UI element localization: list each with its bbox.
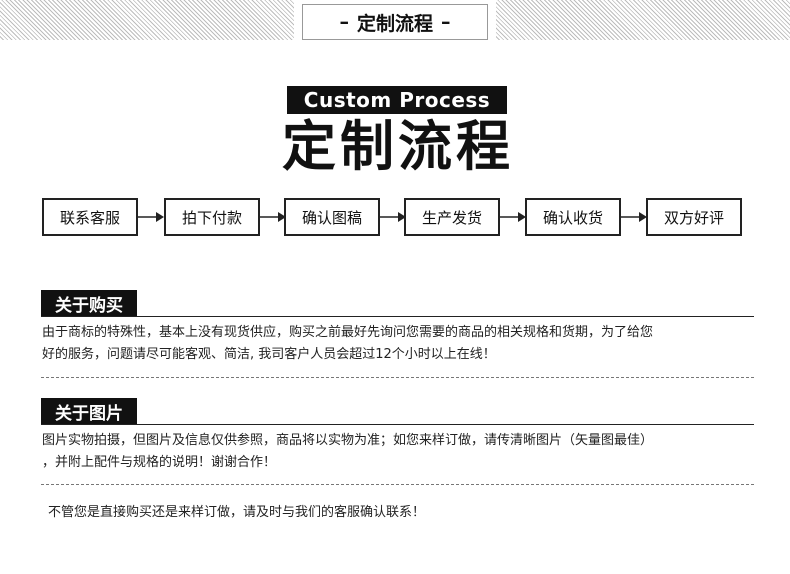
purchase-line-1: 由于商标的特殊性，基本上没有现货供应，购买之前最好先询问您需要的商品的相关规格和…: [42, 325, 654, 340]
images-text: 图片实物拍摄，但图片及信息仅供参照，商品将以实物为准；如您来样订做，请传清晰图片…: [42, 430, 757, 474]
header-hatch-left: [0, 0, 294, 40]
header-title: 定制流程: [356, 12, 433, 35]
step-receive: 确认收货: [525, 198, 621, 236]
arrow-right-icon: [500, 212, 526, 222]
arrow-right-icon: [260, 212, 286, 222]
english-title: Custom Process: [287, 86, 507, 114]
images-line-1: 图片实物拍摄，但图片及信息仅供参照，商品将以实物为准；如您来样订做，请传清晰图片…: [42, 433, 654, 448]
images-line-2: ，并附上配件与规格的说明！谢谢合作！: [42, 455, 277, 470]
process-steps: 联系客服 拍下付款 确认图稿 生产发货 确认收货 双方好评: [0, 198, 790, 238]
arrow-right-icon: [621, 212, 647, 222]
chinese-title: 定制流程: [282, 115, 514, 178]
step-ship: 生产发货: [404, 198, 500, 236]
dash-left: –: [339, 11, 349, 33]
footer-note: 不管您是直接购买还是来样订做，请及时与我们的客服确认联系！: [48, 505, 426, 520]
arrow-right-icon: [380, 212, 406, 222]
header-title-box: – 定制流程 –: [302, 4, 488, 40]
purchase-line-2: 好的服务，问题请尽可能客观、简洁, 我司客户人员会超过12个小时以上在线！: [42, 347, 496, 362]
dashed-divider: [41, 377, 754, 378]
step-payment: 拍下付款: [164, 198, 260, 236]
arrow-right-icon: [138, 212, 164, 222]
step-contact: 联系客服: [42, 198, 138, 236]
section-tag-purchase: 关于购买: [41, 290, 137, 316]
section-divider: [41, 424, 754, 425]
step-review: 双方好评: [646, 198, 742, 236]
step-confirm-draft: 确认图稿: [284, 198, 380, 236]
purchase-text: 由于商标的特殊性，基本上没有现货供应，购买之前最好先询问您需要的商品的相关规格和…: [42, 322, 757, 366]
header-hatch-right: [496, 0, 790, 40]
section-divider: [41, 316, 754, 317]
dash-right: –: [441, 11, 451, 33]
section-tag-images: 关于图片: [41, 398, 137, 424]
dashed-divider: [41, 484, 754, 485]
